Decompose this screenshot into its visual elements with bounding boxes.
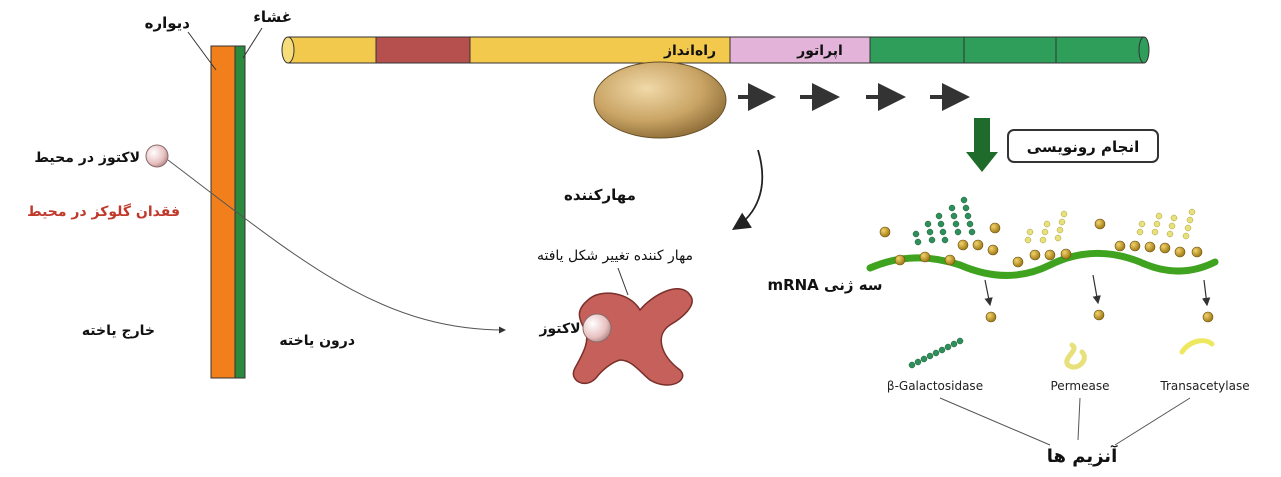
- enzyme-label-1: β-Galactosidase: [887, 379, 983, 393]
- label-outside-cell: خارج یاخته: [82, 323, 155, 339]
- dna-segment-start: [288, 37, 376, 63]
- dna-end-cap-right: [1139, 37, 1149, 63]
- label-enzymes: آنزیم ها: [1047, 444, 1118, 467]
- label-repressor: مهارکننده: [564, 186, 636, 204]
- label-changed-repressor: مهار کننده تغییر شکل یافته: [537, 248, 693, 264]
- label-lactose-env: لاکتوز در محیط: [34, 150, 140, 166]
- transcription-arrow-icon: [966, 118, 998, 172]
- label-no-glucose: فقدان گلوکز در محیط: [27, 203, 180, 220]
- membrane-pointer: [243, 28, 262, 58]
- dna-gene-3: [1056, 37, 1144, 63]
- label-operator: اپراتور: [796, 43, 843, 59]
- repressor-pointer-arrow: [735, 150, 762, 228]
- nascent-chains-yellow: [1025, 209, 1195, 243]
- nascent-chains-green: [913, 197, 975, 245]
- label-mrna: mRNA سه ژنی: [767, 276, 882, 294]
- label-inside-cell: درون یاخته: [279, 333, 355, 349]
- cell-wall: [211, 46, 235, 378]
- free-ribosomes: [986, 310, 1213, 322]
- lactose-bound: [583, 314, 611, 342]
- dna-gene-2: [964, 37, 1056, 63]
- label-transcription: انجام رونویسی: [1027, 138, 1140, 156]
- label-cell-wall: دیواره: [145, 14, 191, 32]
- label-lactose-bound: لاکتوز: [538, 321, 580, 337]
- enzyme-pointers: [940, 398, 1190, 445]
- rna-polymerase: [594, 62, 726, 138]
- permease-chain: [1067, 345, 1085, 367]
- release-arrows: [985, 275, 1207, 305]
- lactose-molecule: [146, 145, 168, 167]
- changed-repressor-pointer: [618, 268, 628, 295]
- enzyme-label-2: Permease: [1051, 379, 1110, 393]
- transacetylase-chain: [1182, 341, 1212, 352]
- dna-gene-1: [870, 37, 964, 63]
- label-membrane: غشاء: [253, 8, 292, 26]
- dna-regulator-gene: [376, 37, 470, 63]
- label-promoter: راه‌انداز: [663, 43, 716, 59]
- enzyme-label-3: Transacetylase: [1159, 379, 1249, 393]
- dna-end-cap: [282, 37, 294, 63]
- beta-galactosidase-chain: [909, 338, 963, 368]
